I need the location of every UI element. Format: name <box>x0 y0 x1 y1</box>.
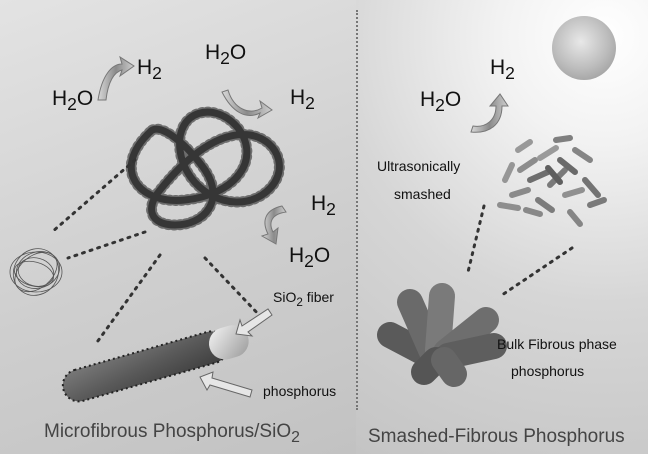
smashed-rods-cluster <box>497 135 607 227</box>
bulk-phosphorus-label: phosphorus <box>511 363 585 379</box>
h2-label: H2 <box>490 56 515 84</box>
h2-label: H2 <box>311 192 336 220</box>
dotted-connectors <box>50 158 574 347</box>
left-caption: Microfibrous Phosphorus/SiO2 <box>44 421 300 447</box>
light-source-sphere <box>552 16 616 80</box>
smashed-label: smashed <box>394 186 451 202</box>
bulk-rods <box>377 283 507 387</box>
bulk-fibrous-label: Bulk Fibrous phase <box>497 336 617 352</box>
knotted-fiber <box>125 106 285 231</box>
h2o-label: H2O <box>420 88 462 116</box>
h2-label: H2 <box>290 86 315 114</box>
h2o-label: H2O <box>289 244 331 272</box>
panel-divider <box>356 10 358 410</box>
reaction-curved-arrows <box>97 55 509 245</box>
phosphorus-label: phosphorus <box>263 383 337 399</box>
h2o-label: H2O <box>205 41 247 69</box>
pointer-arrows <box>199 308 273 398</box>
ultrasonically-label: Ultrasonically <box>377 158 461 174</box>
h2o-label: H2O <box>52 87 94 115</box>
coated-fiber-rod <box>61 325 249 403</box>
tangled-fiber-ball <box>9 248 63 296</box>
right-caption: Smashed-Fibrous Phosphorus <box>368 426 625 447</box>
sio2-fiber-label: SiO2 fiber <box>273 289 334 309</box>
h2-label: H2 <box>137 56 162 84</box>
